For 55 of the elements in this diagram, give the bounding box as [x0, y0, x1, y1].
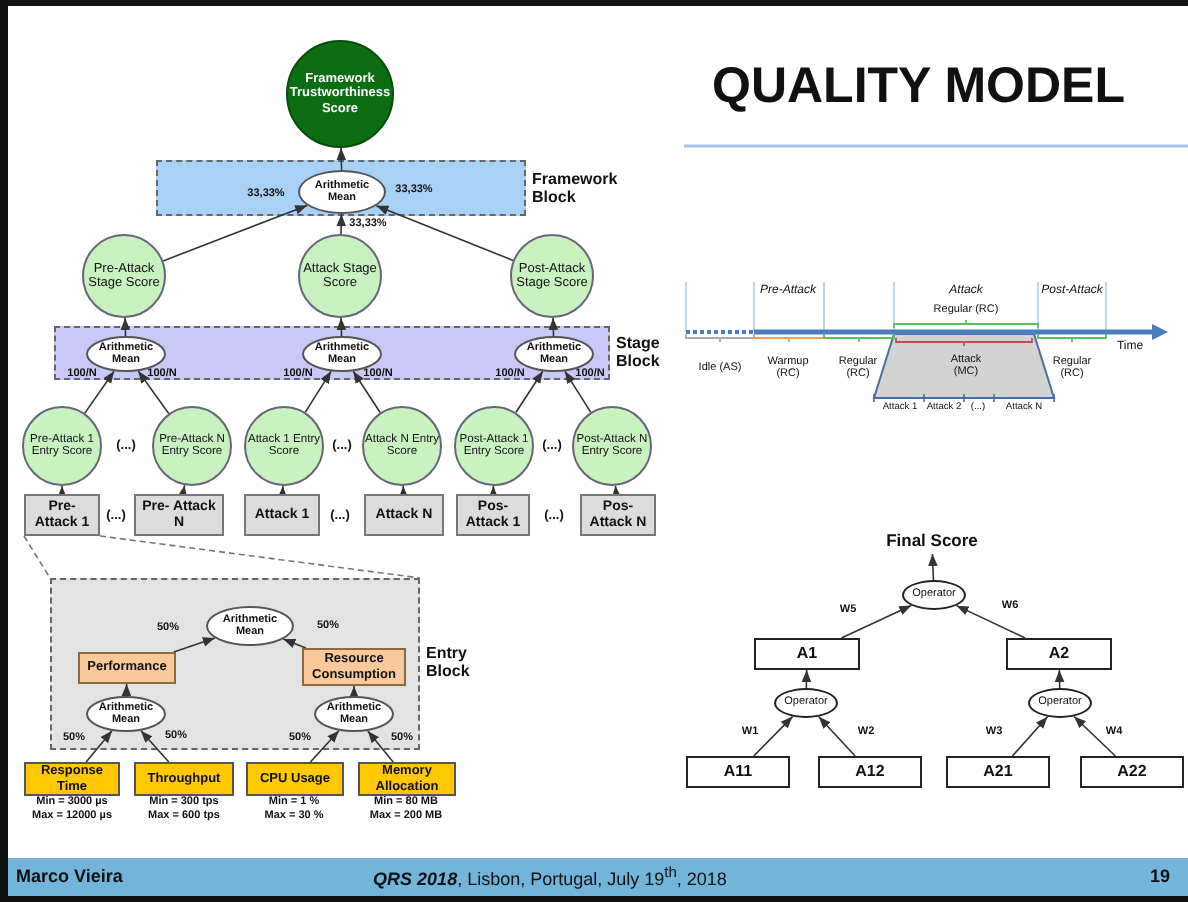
arrow — [304, 370, 332, 413]
attribute-box: A12 — [818, 756, 922, 788]
footer-text: Marco Vieira — [16, 868, 125, 888]
attribute-box: A1 — [754, 638, 860, 670]
arrow — [57, 485, 67, 498]
attribute-box: A21 — [946, 756, 1050, 788]
attribute-box: A11 — [686, 756, 790, 788]
arrow — [928, 553, 938, 581]
arrow — [548, 317, 559, 337]
footer-text: 19 — [1147, 868, 1172, 888]
block-label: Framework Block — [532, 172, 620, 208]
zoom-guide-line — [99, 535, 421, 579]
arrow — [137, 370, 170, 415]
arrow — [488, 485, 499, 499]
arrow — [336, 147, 347, 171]
arrow — [336, 317, 347, 337]
arrow — [309, 729, 340, 763]
zoom-guide-line — [23, 535, 51, 579]
arrow — [375, 204, 514, 262]
arrow — [752, 715, 794, 757]
arrow — [282, 638, 307, 649]
arrow — [352, 370, 381, 414]
block-label: Stage Block — [616, 336, 662, 372]
arrow — [84, 370, 115, 414]
final-score-label: Final Score — [872, 530, 992, 554]
arrow — [140, 729, 170, 763]
arrow — [162, 204, 308, 262]
attribute-box: A22 — [1080, 756, 1184, 788]
arrow — [611, 485, 622, 499]
arrow — [277, 485, 288, 499]
arrow — [120, 317, 131, 337]
slide-title: QUALITY MODEL — [712, 60, 1125, 115]
arrow — [955, 604, 1026, 639]
arrow — [366, 730, 394, 763]
arrow — [1054, 669, 1065, 689]
arrow — [817, 715, 856, 757]
arrow — [1011, 716, 1049, 757]
arrow — [1073, 715, 1117, 757]
attribute-box: A2 — [1006, 638, 1112, 670]
arrow — [349, 685, 359, 698]
arrow — [85, 730, 113, 763]
arrow — [801, 669, 812, 689]
block-band — [156, 160, 526, 216]
footer-text: QRS 2018, Lisbon, Portugal, July 19$^{th}$, 2018 — [371, 865, 729, 891]
arrow — [177, 484, 188, 498]
block-band — [54, 326, 610, 380]
block-label: Entry Block — [426, 646, 472, 682]
arrow — [336, 213, 346, 235]
arrow — [121, 683, 132, 697]
arrow — [840, 604, 913, 639]
arrow — [398, 485, 409, 499]
arrow — [564, 370, 592, 413]
arrow — [173, 637, 216, 653]
arrow — [515, 370, 544, 414]
block-band — [50, 578, 420, 750]
